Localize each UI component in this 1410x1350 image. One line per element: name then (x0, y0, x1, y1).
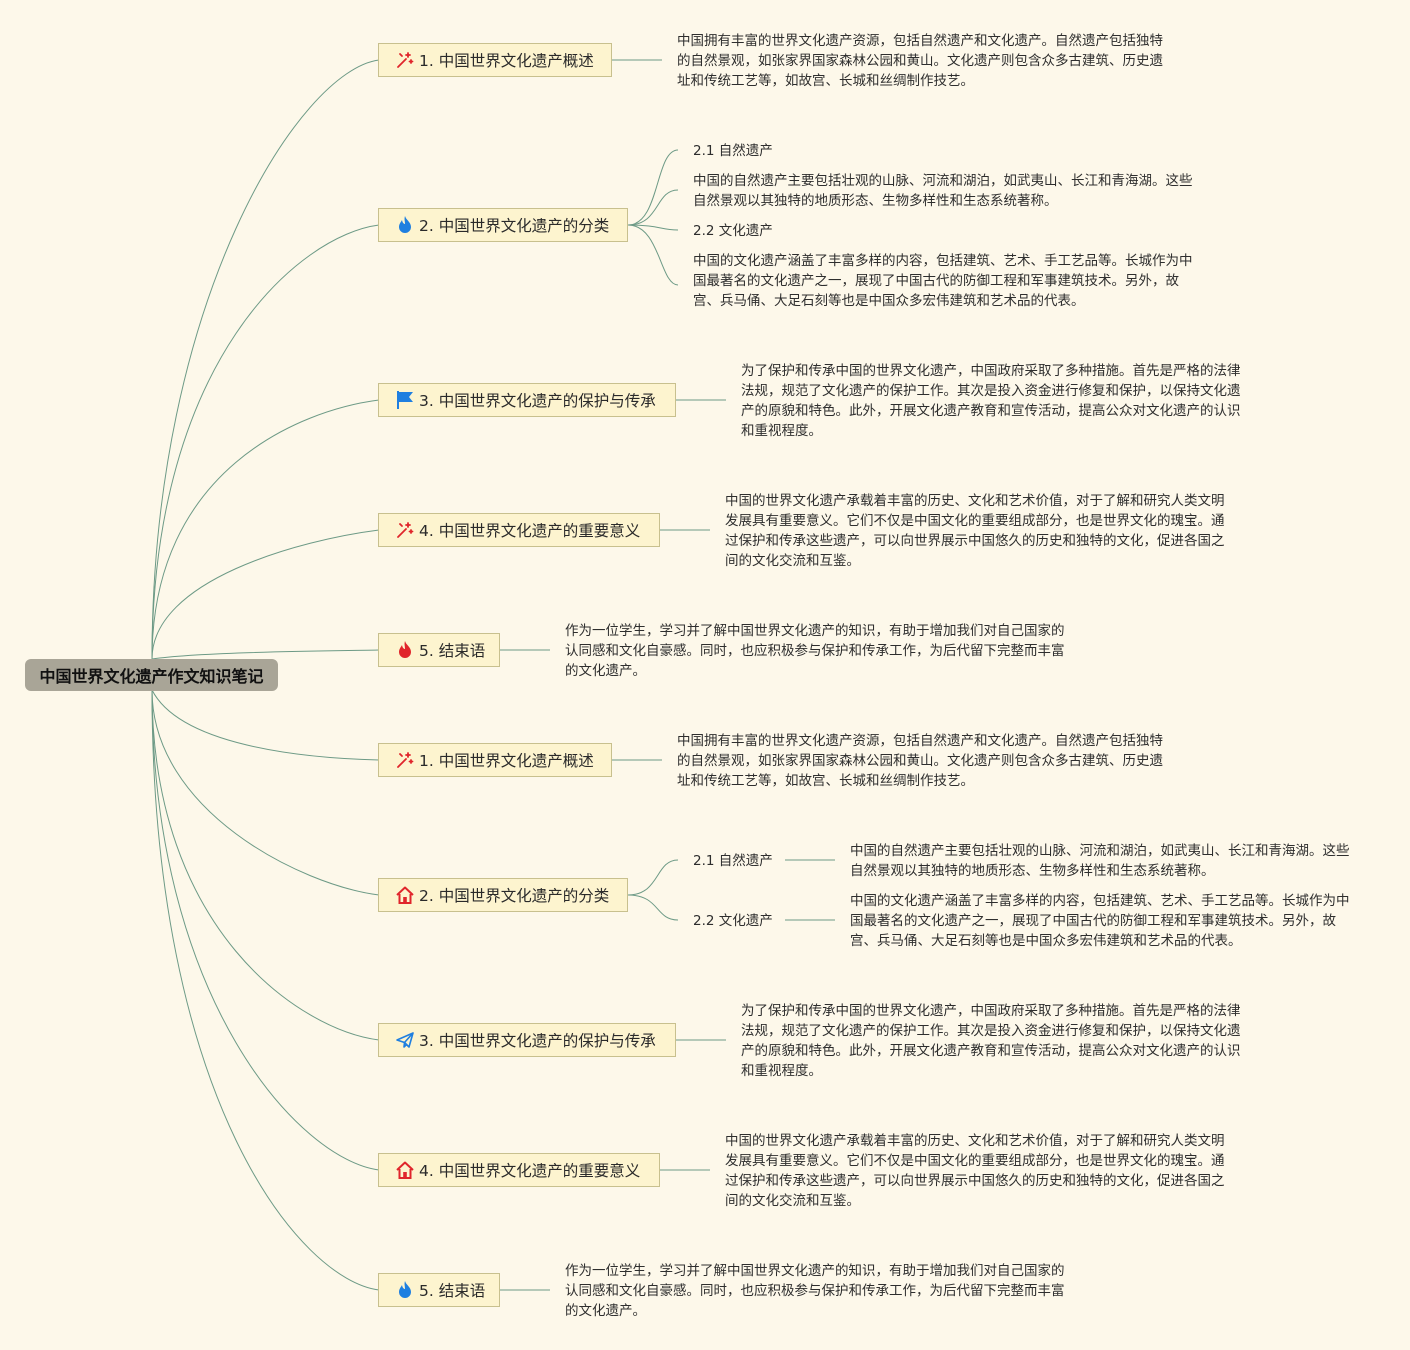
branch-title: 5. 结束语 (419, 642, 486, 660)
subtopic-natural-text: 中国的自然遗产主要包括壮观的山脉、河流和湖泊，如武夷山、长江和青海湖。这些自然景… (850, 843, 1350, 879)
sparkle-icon (395, 520, 417, 540)
sparkle-icon (395, 50, 417, 70)
branch-conclusion-2-text: 作为一位学生，学习并了解中国世界文化遗产的知识，有助于增加我们对自己国家的认同感… (565, 1263, 1065, 1319)
branch-significance-2[interactable]: 4. 中国世界文化遗产的重要意义 (378, 1153, 660, 1187)
branch-significance[interactable]: 4. 中国世界文化遗产的重要意义 (378, 513, 660, 547)
paper-plane-icon (395, 1030, 417, 1050)
branch-overview[interactable]: 1. 中国世界文化遗产概述 (378, 43, 612, 77)
branch-protection-text: 为了保护和传承中国的世界文化遗产，中国政府采取了多种措施。首先是严格的法律法规，… (741, 363, 1241, 439)
branch-overview-2[interactable]: 1. 中国世界文化遗产概述 (378, 743, 612, 777)
flame-red-icon (395, 640, 417, 660)
branch-significance-text: 中国的世界文化遗产承载着丰富的历史、文化和艺术价值，对于了解和研究人类文明发展具… (725, 493, 1225, 569)
subtopic-natural-label: 2.1 自然遗产 (693, 143, 773, 159)
subtopic-natural-label: 2.1 自然遗产 (693, 853, 773, 869)
subtopic-cultural-label: 2.2 文化遗产 (693, 223, 773, 239)
flag-icon (395, 390, 417, 410)
sparkle-icon (395, 750, 417, 770)
flame-blue-icon (395, 215, 417, 235)
root-node[interactable]: 中国世界文化遗产作文知识笔记 (25, 659, 278, 691)
branch-title: 3. 中国世界文化遗产的保护与传承 (419, 1032, 656, 1050)
branch-title: 4. 中国世界文化遗产的重要意义 (419, 1162, 641, 1180)
subtopic-natural-text: 中国的自然遗产主要包括壮观的山脉、河流和湖泊，如武夷山、长江和青海湖。这些自然景… (693, 173, 1193, 209)
branch-title: 5. 结束语 (419, 1282, 486, 1300)
flame-blue-icon (395, 1280, 417, 1300)
branch-title: 1. 中国世界文化遗产概述 (419, 752, 594, 770)
branch-title: 2. 中国世界文化遗产的分类 (419, 887, 610, 905)
root-title: 中国世界文化遗产作文知识笔记 (39, 667, 264, 686)
branch-overview-2-text: 中国拥有丰富的世界文化遗产资源，包括自然遗产和文化遗产。自然遗产包括独特的自然景… (677, 733, 1163, 789)
branch-classification-2[interactable]: 2. 中国世界文化遗产的分类 (378, 878, 628, 912)
branch-protection-2[interactable]: 3. 中国世界文化遗产的保护与传承 (378, 1023, 676, 1057)
subtopic-cultural-text: 中国的文化遗产涵盖了丰富多样的内容，包括建筑、艺术、手工艺品等。长城作为中国最著… (693, 253, 1193, 309)
house-icon (395, 885, 417, 905)
subtopic-cultural-label: 2.2 文化遗产 (693, 913, 773, 929)
branch-conclusion[interactable]: 5. 结束语 (378, 633, 500, 667)
branch-title: 4. 中国世界文化遗产的重要意义 (419, 522, 641, 540)
branch-conclusion-2[interactable]: 5. 结束语 (378, 1273, 500, 1307)
branch-conclusion-text: 作为一位学生，学习并了解中国世界文化遗产的知识，有助于增加我们对自己国家的认同感… (565, 623, 1065, 679)
branch-protection[interactable]: 3. 中国世界文化遗产的保护与传承 (378, 383, 676, 417)
branch-title: 1. 中国世界文化遗产概述 (419, 52, 594, 70)
branch-significance-2-text: 中国的世界文化遗产承载着丰富的历史、文化和艺术价值，对于了解和研究人类文明发展具… (725, 1133, 1225, 1209)
branch-title: 3. 中国世界文化遗产的保护与传承 (419, 392, 656, 410)
branch-protection-2-text: 为了保护和传承中国的世界文化遗产，中国政府采取了多种措施。首先是严格的法律法规，… (741, 1003, 1241, 1079)
house-icon (395, 1160, 417, 1180)
branch-classification[interactable]: 2. 中国世界文化遗产的分类 (378, 208, 628, 242)
subtopic-cultural-text: 中国的文化遗产涵盖了丰富多样的内容，包括建筑、艺术、手工艺品等。长城作为中国最著… (850, 893, 1350, 949)
branch-title: 2. 中国世界文化遗产的分类 (419, 217, 610, 235)
branch-overview-text: 中国拥有丰富的世界文化遗产资源，包括自然遗产和文化遗产。自然遗产包括独特的自然景… (677, 33, 1163, 89)
